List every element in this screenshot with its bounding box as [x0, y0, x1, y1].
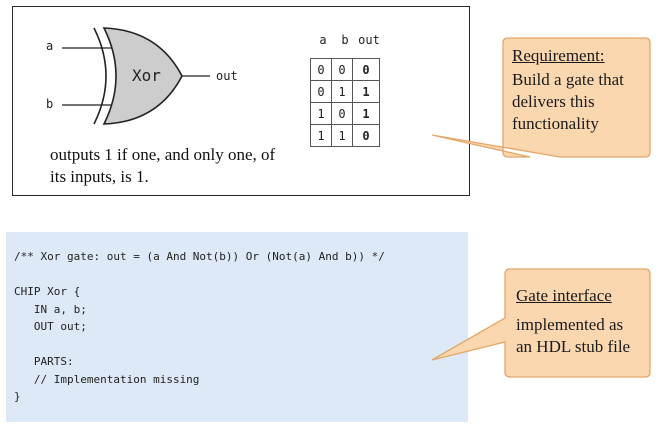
code-line: OUT out;: [14, 320, 87, 333]
code-line: // Implementation missing: [14, 372, 200, 386]
code-line: [14, 336, 385, 354]
interface-title: Gate interface: [516, 286, 612, 305]
cell-out: 0: [352, 124, 380, 147]
cell-a: 1: [310, 102, 332, 125]
xor-spec-panel: [12, 6, 470, 196]
hdl-code-block: /** Xor gate: out = (a And Not(b)) Or (N…: [14, 248, 385, 406]
code-line: CHIP Xor {: [14, 285, 81, 298]
cell-a: 0: [310, 58, 332, 81]
header-b: b: [341, 33, 349, 47]
requirement-line: functionality: [512, 114, 599, 133]
table-row: 1 1 0: [310, 124, 380, 147]
cell-a: 1: [310, 124, 332, 147]
truth-table: 0 0 0 0 1 1 1 0 1 1 1 0: [310, 58, 380, 147]
table-row: 0 1 1: [310, 80, 380, 103]
gate-name-label: Xor: [132, 66, 161, 85]
xor-gate-body: [102, 27, 183, 125]
requirement-body: Build a gate that delivers this function…: [512, 69, 648, 135]
code-line: /** Xor gate: out = (a And Not(b)) Or (N…: [14, 250, 385, 263]
cell-b: 0: [331, 102, 353, 125]
output-label: out: [216, 69, 238, 83]
cell-out: 1: [352, 80, 380, 103]
code-line: PARTS:: [14, 355, 74, 368]
xor-gate-diagram: [62, 27, 210, 125]
interface-callout: Gate interface implemented as an HDL stu…: [516, 286, 648, 358]
cell-a: 0: [310, 80, 332, 103]
requirement-line: Build a gate that: [512, 70, 624, 89]
interface-line: an HDL stub file: [516, 337, 631, 356]
code-line: IN a, b;: [14, 302, 87, 316]
cell-b: 1: [331, 124, 353, 147]
code-line: }: [14, 390, 21, 403]
cell-b: 1: [331, 80, 353, 103]
gate-description: outputs 1 if one, and only one, of its i…: [50, 145, 276, 186]
hdl-code-panel: /** Xor gate: out = (a And Not(b)) Or (N…: [6, 232, 468, 422]
table-row: 0 0 0: [310, 58, 380, 81]
cell-b: 0: [331, 58, 353, 81]
requirement-line: delivers this: [512, 92, 595, 111]
cell-out: 1: [352, 102, 380, 125]
interface-line: implemented as: [516, 315, 624, 334]
requirement-title: Requirement:: [512, 46, 605, 65]
input-b-label: b: [46, 97, 54, 111]
header-a: a: [319, 33, 327, 47]
input-a-label: a: [46, 39, 54, 53]
code-line: [14, 266, 385, 284]
xor-back-curve: [93, 27, 107, 125]
table-row: 1 0 1: [310, 102, 380, 125]
cell-out: 0: [352, 58, 380, 81]
interface-body: implemented as an HDL stub file: [516, 314, 648, 358]
requirement-callout: Requirement: Build a gate that delivers …: [512, 46, 648, 135]
header-out: out: [358, 33, 380, 47]
